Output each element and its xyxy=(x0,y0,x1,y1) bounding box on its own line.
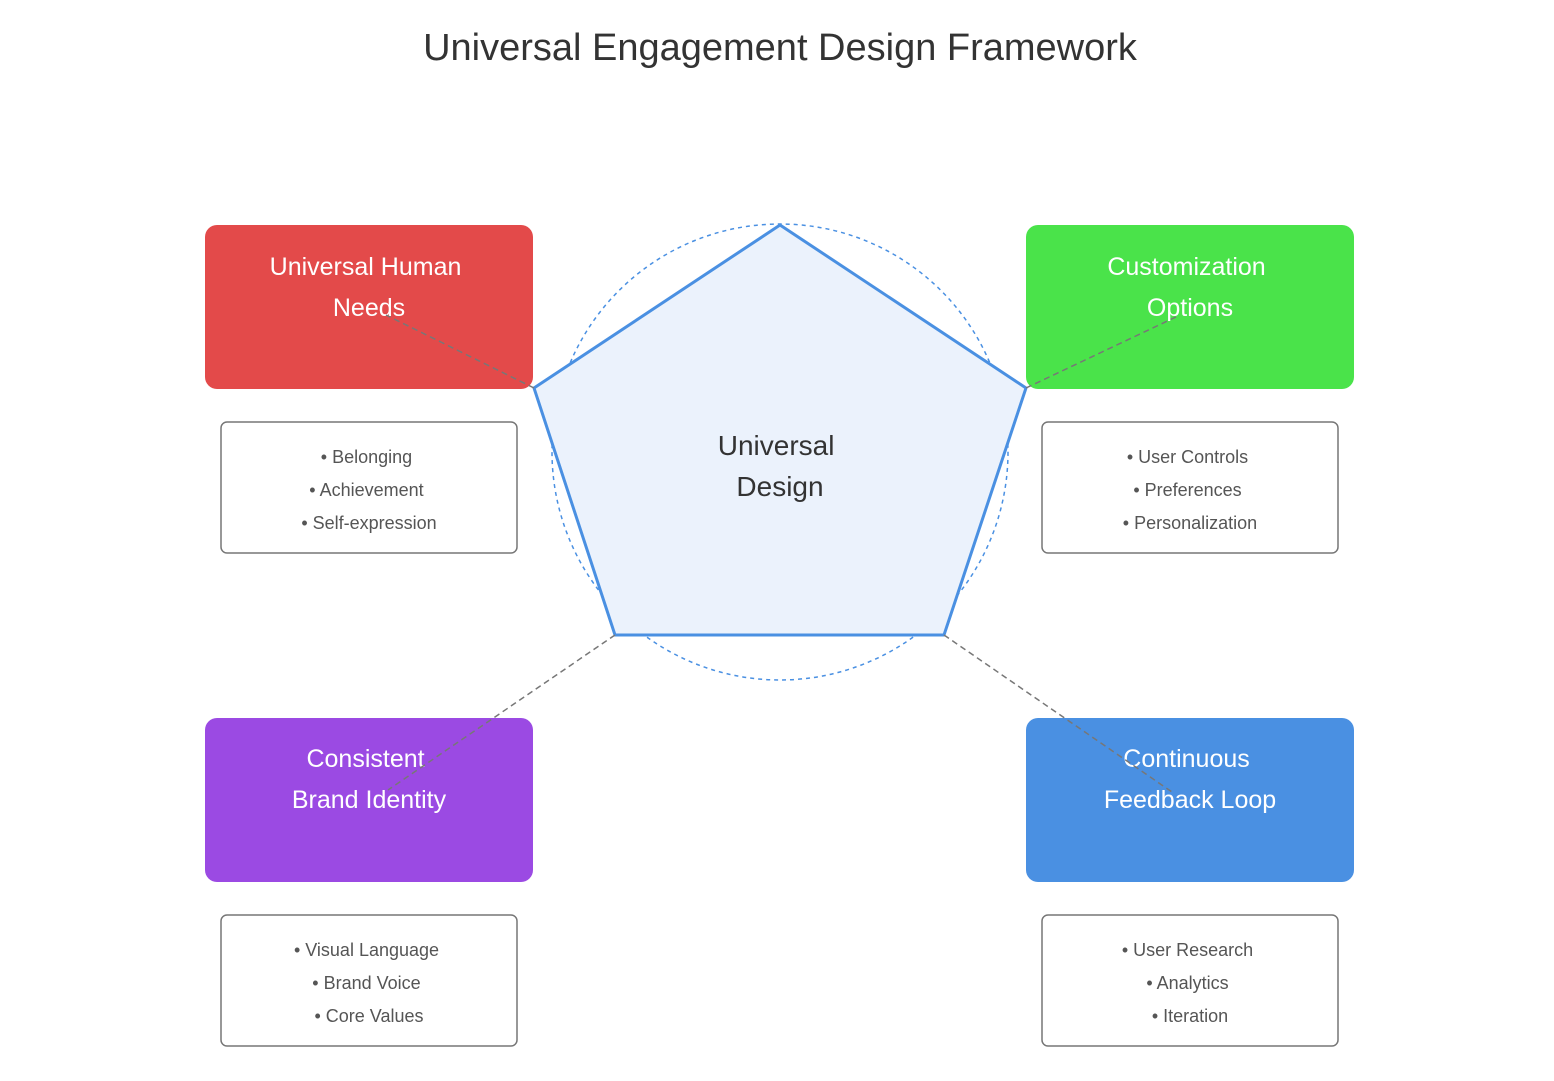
connector-human-needs xyxy=(385,314,535,389)
pillar-feedback-loop-box xyxy=(1026,718,1354,882)
details-customization-box xyxy=(1041,421,1339,554)
detail-item: • Personalization xyxy=(1123,513,1257,533)
connector-customization xyxy=(1025,315,1179,389)
pillar-customization-label: Customization Options xyxy=(1107,253,1272,322)
center-label-line-1: Universal xyxy=(718,430,835,461)
detail-item: • Core Values xyxy=(314,1006,423,1026)
connector-feedback-loop xyxy=(943,634,1173,793)
details-human-needs-list: • Belonging • Achievement • Self-express… xyxy=(301,447,436,533)
pillar-human-needs-label: Universal Human Needs xyxy=(270,253,469,322)
pillar-feedback-loop: Continuous Feedback Loop • User Research… xyxy=(1026,718,1354,1047)
center-label: Universal Design xyxy=(718,430,842,502)
details-brand-identity-list: • Visual Language • Brand Voice • Core V… xyxy=(294,940,444,1026)
pillar-brand-identity-box xyxy=(205,718,533,882)
detail-item: • Brand Voice xyxy=(312,973,420,993)
pillar-feedback-loop-label: Continuous Feedback Loop xyxy=(1104,745,1276,814)
detail-item: • Belonging xyxy=(321,447,412,467)
pillar-customization: Customization Options • User Controls • … xyxy=(1026,225,1354,554)
pillar-human-needs: Universal Human Needs • Belonging • Achi… xyxy=(205,225,533,554)
detail-item: • Self-expression xyxy=(301,513,436,533)
pillar-brand-identity-line-1: Consistent xyxy=(306,745,424,773)
pillar-customization-line-1: Customization xyxy=(1107,253,1265,281)
pillar-feedback-loop-line-2: Feedback Loop xyxy=(1104,786,1276,814)
detail-item: • User Controls xyxy=(1127,447,1248,467)
pillar-customization-line-2: Options xyxy=(1147,294,1233,322)
detail-item: • User Research xyxy=(1122,940,1253,960)
detail-item: • Analytics xyxy=(1146,973,1228,993)
detail-item: • Preferences xyxy=(1133,480,1241,500)
details-feedback-loop-box xyxy=(1041,914,1339,1047)
detail-item: • Achievement xyxy=(309,480,423,500)
central-pentagon xyxy=(532,223,1028,637)
details-brand-identity-box xyxy=(220,914,518,1047)
pillar-brand-identity: Consistent Brand Identity • Visual Langu… xyxy=(205,718,533,1047)
details-human-needs-box xyxy=(220,421,518,554)
pillar-brand-identity-line-2: Brand Identity xyxy=(292,786,447,814)
details-customization-list: • User Controls • Preferences • Personal… xyxy=(1123,447,1257,533)
pillar-customization-box xyxy=(1026,225,1354,389)
diagram-title: Universal Engagement Design Framework xyxy=(423,27,1138,69)
pillar-brand-identity-label: Consistent Brand Identity xyxy=(292,745,447,814)
center-label-line-2: Design xyxy=(736,471,823,502)
pillar-feedback-loop-line-1: Continuous xyxy=(1123,745,1249,773)
detail-item: • Iteration xyxy=(1152,1006,1228,1026)
details-feedback-loop-list: • User Research • Analytics • Iteration xyxy=(1122,940,1258,1026)
connector-brand-identity xyxy=(387,634,616,791)
pillar-human-needs-box xyxy=(205,225,533,389)
pillar-human-needs-line-1: Universal Human xyxy=(270,253,462,281)
pillar-human-needs-line-2: Needs xyxy=(333,294,405,322)
detail-item: • Visual Language xyxy=(294,940,439,960)
